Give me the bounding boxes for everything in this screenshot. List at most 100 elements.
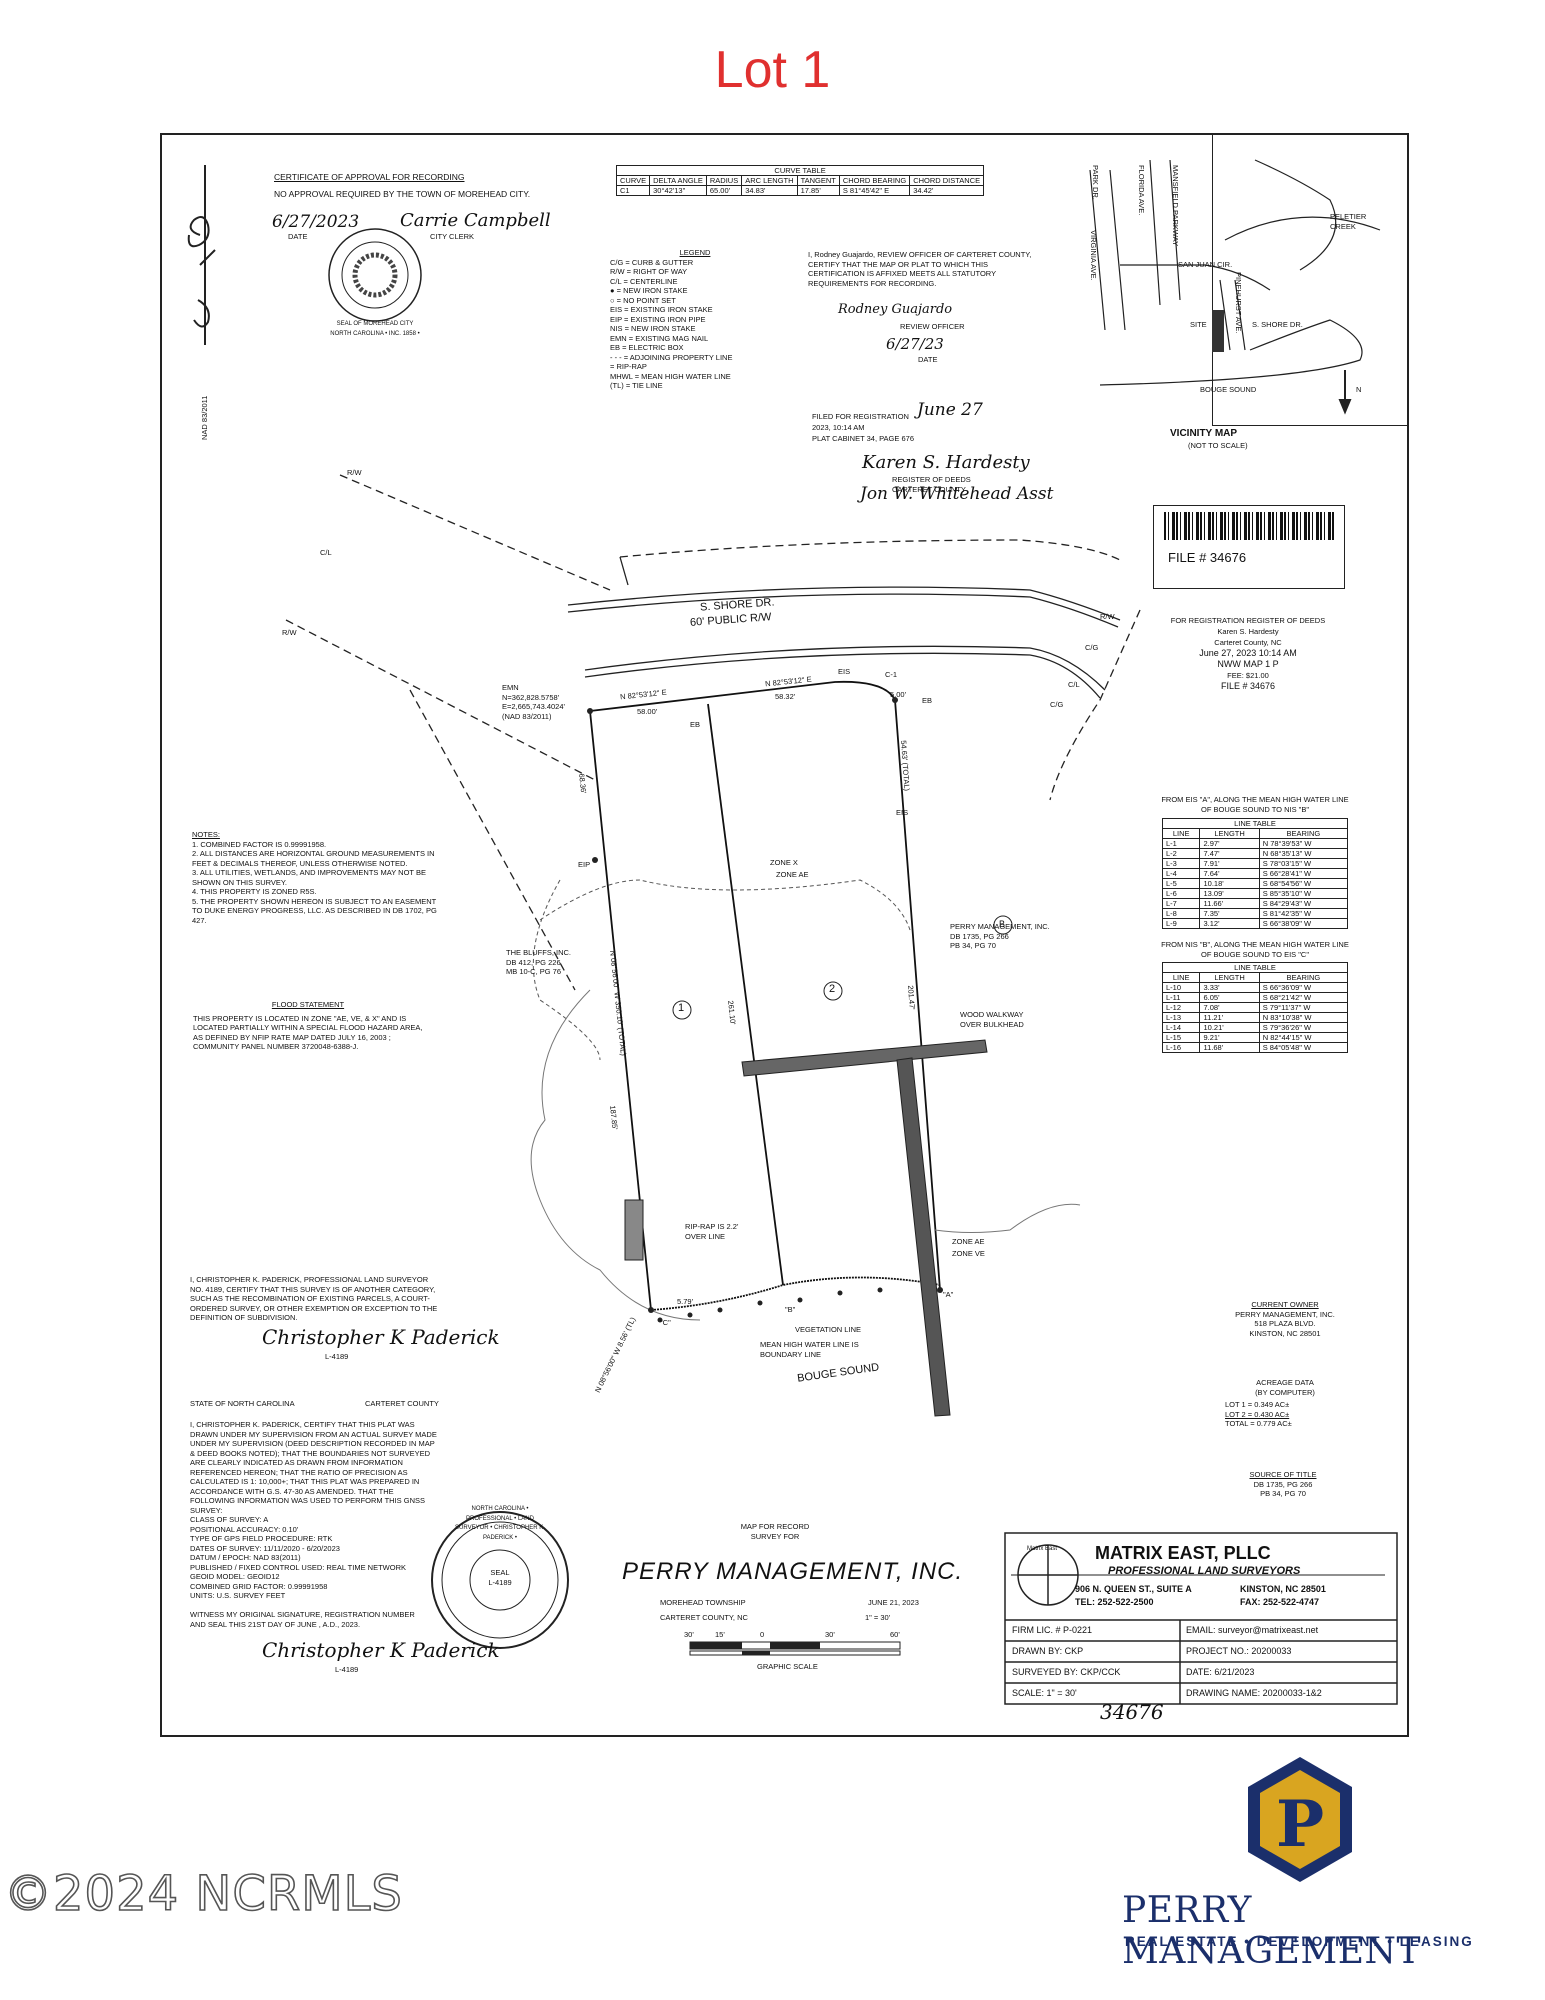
firm-name: MATRIX EAST, PLLC xyxy=(1095,1543,1271,1563)
flood-title: FLOOD STATEMENT xyxy=(271,1000,345,1009)
approval-text: NO APPROVAL REQUIRED BY THE TOWN OF MORE… xyxy=(274,189,531,199)
firm-address: 906 N. QUEEN ST., SUITE A xyxy=(1075,1584,1192,1594)
vicinity-label: VIRGINIA AVE. xyxy=(1089,230,1098,281)
surveyed-by: SURVEYED BY: CKP/CCK xyxy=(1012,1667,1121,1677)
approval-date-label: DATE xyxy=(288,232,308,241)
lot-1-label: 1 xyxy=(678,1002,685,1014)
line-cell: L-9 xyxy=(1161,918,1201,929)
note-item: 1. COMBINED FACTOR IS 0.99991958. xyxy=(192,839,327,849)
bulkhead-dock xyxy=(896,1057,951,1417)
stamp-name: Karen S. Hardesty xyxy=(1217,627,1279,636)
matrix-logo-text: Matrix East xyxy=(1027,1546,1058,1552)
line-table-title: LINE TABLE xyxy=(1162,818,1348,829)
point-b-label: "B" xyxy=(785,1305,796,1314)
vicinity-label: PINEHURST AVE. xyxy=(1234,272,1243,334)
vicinity-label: PELETIER CREEK xyxy=(1330,212,1367,231)
shoreline-contour xyxy=(530,989,701,1321)
line-cell: L-2 xyxy=(1161,848,1201,859)
surveyor-certificate-1: I, CHRISTOPHER K. PADERICK, PROFESSIONAL… xyxy=(190,1275,438,1322)
eis-label-2: EIS xyxy=(896,808,909,817)
line-cell: S 81°42'35" W xyxy=(1258,908,1349,919)
owner-line: 518 PLAZA BLVD. xyxy=(1254,1319,1316,1328)
acreage-lot-2: LOT 2 = 0.430 AC± xyxy=(1225,1409,1290,1419)
witness-statement: WITNESS MY ORIGINAL SIGNATURE, REGISTRAT… xyxy=(190,1610,415,1629)
owner-line: KINSTON, NC 28501 xyxy=(1249,1328,1321,1338)
graphic-scale-bar xyxy=(689,1641,901,1656)
line-cell: S 68°54'56" W xyxy=(1258,878,1349,889)
rw-label-2: R/W xyxy=(282,628,297,637)
legend-item: C/G = CURB & GUTTER xyxy=(610,257,694,267)
vicinity-label: PARK DR. xyxy=(1091,165,1100,200)
acreage-title: ACREAGE DATA xyxy=(1256,1378,1314,1387)
line-cell: S 66°28'41" W xyxy=(1258,868,1349,879)
note-item: 2. ALL DISTANCES ARE HORIZONTAL GROUND M… xyxy=(192,849,435,868)
title-block-frame xyxy=(1004,1532,1398,1705)
stamp-fee: FEE: $21.00 xyxy=(1227,671,1269,680)
vicinity-label: BOUGE SOUND xyxy=(1200,385,1257,394)
filed-label: FILED FOR REGISTRATION xyxy=(812,412,909,421)
line-cell: 7.64' xyxy=(1199,868,1260,879)
review-signature: Rodney Guajardo xyxy=(838,302,953,317)
legend-item: R/W = RIGHT OF WAY xyxy=(610,267,688,276)
register-signature: Karen S. Hardesty xyxy=(862,452,1030,473)
curve-header: DELTA ANGLE xyxy=(649,175,707,186)
mls-watermark: ©2024 NCRMLS xyxy=(3,1865,403,1923)
vicinity-label: S. SHORE DR. xyxy=(1252,320,1303,329)
source-line: PB 34, PG 70 xyxy=(1260,1489,1306,1498)
note-item: 4. THIS PROPERTY IS ZONED R5S. xyxy=(192,887,317,896)
gnss-field: COMBINED GRID FACTOR: 0.99991958 xyxy=(190,1581,328,1591)
cg-label: C/G xyxy=(1085,643,1099,652)
eip-label: EIP xyxy=(578,860,591,869)
review-certificate: I, Rodney Guajardo, REVIEW OFFICER OF CA… xyxy=(808,250,1032,288)
city-seal-text: SEAL OF MOREHEAD CITY NORTH CAROLINA • I… xyxy=(330,321,420,337)
zone-ae-label: ZONE AE xyxy=(776,870,809,879)
walkway-label: WOOD WALKWAY OVER BULKHEAD xyxy=(960,1010,1024,1029)
surveyor-signature-2: Christopher K Paderick xyxy=(262,1638,500,1662)
map-record-line1: MAP FOR RECORD xyxy=(740,1522,810,1531)
drawing-scale: SCALE: 1" = 30' xyxy=(1012,1688,1077,1698)
line-table-title: LINE TABLE xyxy=(1162,962,1348,973)
curve-header: RADIUS xyxy=(705,175,743,186)
register-stamp: FOR REGISTRATION REGISTER OF DEEDS Karen… xyxy=(1150,615,1346,692)
lot-1-marker xyxy=(672,1000,692,1020)
county: CARTERET COUNTY, NC xyxy=(660,1613,748,1622)
cg-label-2: C/G xyxy=(1050,700,1064,709)
vicinity-map-drawing xyxy=(1089,159,1381,386)
left-distance: 68.36' xyxy=(577,773,589,795)
plat-cabinet: PLAT CABINET 34, PAGE 676 xyxy=(812,434,914,443)
line-cell: L-1 xyxy=(1161,838,1201,849)
legend-item: EIS = EXISTING IRON STAKE xyxy=(610,305,713,314)
vegetation-label: VEGETATION LINE xyxy=(795,1325,861,1334)
legend-item: EIP = EXISTING IRON PIPE xyxy=(610,314,706,324)
curve-header: ARC LENGTH xyxy=(741,175,798,186)
source-of-title: SOURCE OF TITLE DB 1735, PG 266 PB 34, P… xyxy=(1228,1470,1338,1499)
firm-license: FIRM LIC. # P-0221 xyxy=(1012,1625,1093,1635)
line-cell: 6.05' xyxy=(1199,992,1260,1003)
state-label: STATE OF NORTH CAROLINA xyxy=(190,1399,295,1408)
handwritten-file-number: 34676 xyxy=(1100,1700,1164,1724)
vicinity-title: VICINITY MAP xyxy=(1170,428,1238,439)
firm-email: EMAIL: surveyor@matrixeast.net xyxy=(1186,1625,1319,1635)
line-cell: L-13 xyxy=(1161,1012,1201,1023)
acreage-lot-1: LOT 1 = 0.349 AC± xyxy=(1225,1400,1290,1409)
line-cell: L-6 xyxy=(1161,888,1201,899)
line-cell: 2.97' xyxy=(1199,838,1260,849)
scale-tick: 30' xyxy=(684,1630,694,1639)
vicinity-map-frame xyxy=(1212,135,1408,426)
scale-tick: 15' xyxy=(715,1630,725,1639)
legend-title: LEGEND xyxy=(679,248,711,257)
surveyor-license-2: L-4189 xyxy=(335,1665,359,1674)
line-cell: N 83°10'38" W xyxy=(1258,1012,1349,1023)
source-title: SOURCE OF TITLE xyxy=(1249,1470,1317,1479)
vicinity-label: SITE xyxy=(1190,320,1207,329)
gnss-field: TYPE OF GPS FIELD PROCEDURE: RTK xyxy=(190,1534,333,1543)
assistant-signature: Jon W. Whitehead Asst xyxy=(860,484,1054,504)
acreage-data: ACREAGE DATA (BY COMPUTER) LOT 1 = 0.349… xyxy=(1225,1378,1345,1429)
surveyor-license-1: L-4189 xyxy=(325,1352,349,1361)
